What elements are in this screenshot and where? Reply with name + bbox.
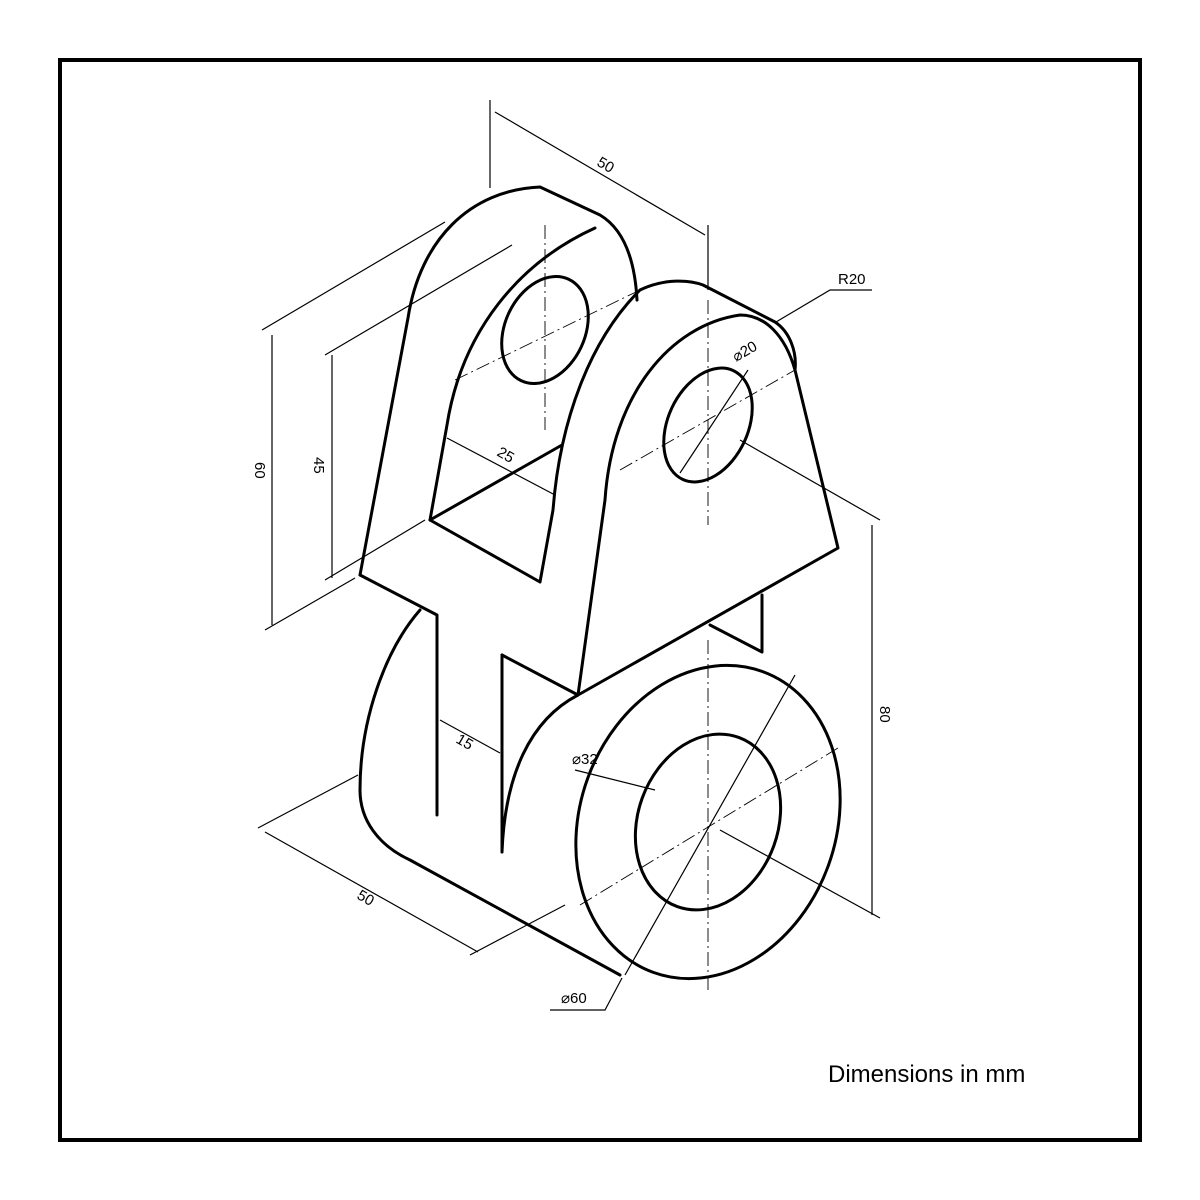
- dim-top-width: 50: [594, 154, 617, 177]
- dim-upper-hole-dia: ⌀20: [730, 338, 761, 366]
- dim-web-thickness: 15: [453, 731, 476, 754]
- border-frame: [58, 58, 1142, 1142]
- dim-cylinder-dia: ⌀60: [561, 990, 587, 1007]
- dim-slot-width: 25: [494, 444, 517, 467]
- dim-bore-dia: ⌀32: [572, 751, 598, 768]
- dim-fillet-radius: R20: [838, 271, 866, 288]
- dim-upper-height: 60: [251, 462, 268, 479]
- dim-slot-height: 45: [310, 457, 327, 474]
- dimension-lines: [257, 100, 881, 1011]
- dimension-labels: 50 R20 ⌀20 60 45 25 80 15 ⌀32 50 ⌀60 Dim…: [251, 154, 1025, 1088]
- units-note: Dimensions in mm: [828, 1061, 1025, 1088]
- part-outline: [358, 185, 842, 981]
- dim-overall-height: 80: [876, 706, 893, 723]
- dim-base-length: 50: [354, 887, 377, 910]
